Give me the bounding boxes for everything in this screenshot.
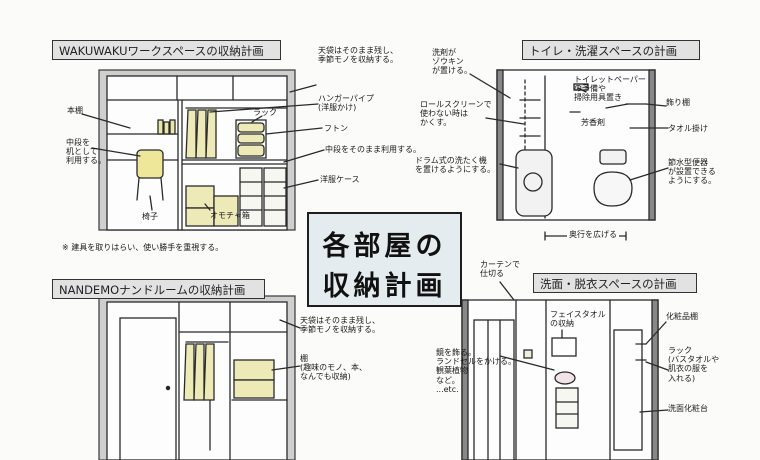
work-space-drawing (81, 69, 325, 231)
toilet-note-water-saving: 節水型便器 が設置できる ようにする。 (668, 158, 717, 186)
toilet-note-paper-storage: トイレットペーパー の予備や 掃除用具置き (574, 75, 646, 103)
work-note-rack: ラック (253, 108, 277, 117)
nandemo-room-drawing (98, 295, 301, 460)
wash-note-cosmetics: 化粧品棚 (666, 312, 698, 321)
work-note-middle-shelf: 中段をそのまま利用する。 (325, 145, 421, 154)
toilet-note-detergent: 洗剤が ゾウキン が置ける。 (432, 48, 472, 76)
center-title-box: 各部屋の 収納計画 (307, 212, 462, 307)
work-footnote: ※ 建具を取りはらい、使い勝手を重視する。 (62, 243, 224, 252)
center-title-line2: 収納計画 (322, 271, 447, 302)
work-space-title: WAKUWAKUワークスペースの収納計画 (52, 40, 281, 60)
toilet-space-drawing (469, 69, 669, 241)
toilet-note-towel-bar: タオル掛け (668, 124, 708, 133)
work-note-futon: フトン (324, 124, 348, 133)
center-title-line1: 各部屋の (322, 231, 447, 262)
work-note-chair: 椅子 (142, 212, 158, 221)
work-note-hanger-pipe: ハンガーパイプ (洋服かけ) (318, 94, 374, 113)
work-note-toy-box: オモチャ箱 (210, 211, 250, 220)
work-note-clothes-case: 洋服ケース (320, 175, 360, 184)
toilet-note-drum-washer: ドラム式の洗たく機 を置けるようにする。 (415, 156, 496, 175)
wash-space-title: 洗面・脱衣スペースの計画 (533, 273, 697, 293)
wash-note-vanity: 洗面化粧台 (668, 404, 708, 413)
work-note-bookshelf: 本棚 (67, 106, 83, 115)
nandemo-note-top-shelf: 天袋はそのまま残し、 季節モノを収納する。 (300, 316, 380, 335)
wash-note-rack: ラック (バスタオルや 肌衣の服を 入れる) (668, 346, 720, 383)
work-note-desk: 中段を 机として 利用する。 (66, 138, 106, 166)
work-note-top-shelf: 天袋はそのまま残し、 季節モノを収納する。 (318, 46, 398, 65)
toilet-note-roll-screen: ロールスクリーンで 使わない時は かくす。 (420, 100, 492, 128)
wash-note-face-towel: フェイスタオル の収納 (550, 310, 606, 329)
wash-space-drawing (461, 281, 669, 460)
nandemo-room-title: NANDEMOナンドルームの収納計画 (52, 279, 265, 299)
wash-note-mirror: 鏡を飾る。 ランドセルをかける。 観葉植物 など。 ...etc. (436, 348, 516, 394)
toilet-space-title: トイレ・洗濯スペースの計画 (522, 40, 700, 60)
toilet-note-widen: 奥行を広げる (567, 230, 619, 240)
nandemo-note-shelf: 棚 (趣味のモノ、本、 なんでも収納) (300, 354, 367, 382)
toilet-note-air-freshener: 芳香剤 (581, 118, 605, 127)
toilet-note-decor-shelf: 飾り棚 (666, 98, 690, 107)
wash-note-curtain: カーテンで 仕切る (480, 260, 520, 279)
